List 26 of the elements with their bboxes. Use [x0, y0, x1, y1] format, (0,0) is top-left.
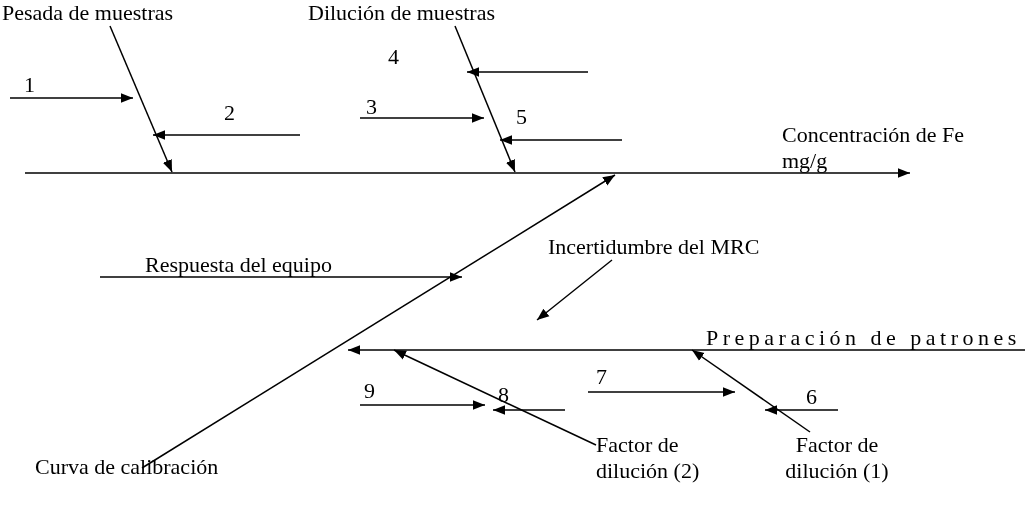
arrow [99, 272, 463, 282]
callout-number: 1 [24, 72, 35, 98]
arrow [536, 259, 613, 321]
callout-number: 5 [516, 104, 527, 130]
arrow [109, 25, 173, 173]
category-label: Preparación de patrones [692, 325, 1026, 351]
arrow [691, 349, 811, 433]
arrow [347, 345, 1026, 355]
spine-arrow [24, 168, 911, 178]
category-label: Curva de calibración [35, 454, 310, 480]
arrow [141, 174, 616, 469]
arrow [393, 349, 597, 446]
category-label: Incertidumbre del MRC [548, 234, 838, 260]
callout-number: 3 [366, 94, 377, 120]
category-label: Factor de dilución (1) [762, 432, 912, 484]
category-label: Pesada de muestras [2, 0, 202, 26]
category-label: Concentración de Fe mg/g [782, 122, 972, 174]
callout-number: 4 [388, 44, 399, 70]
category-label: Factor de dilución (2) [596, 432, 726, 484]
callout-number: 9 [364, 378, 375, 404]
callout-number: 2 [224, 100, 235, 126]
category-label: Respuesta del equipo [100, 252, 400, 278]
arrow [454, 25, 516, 173]
callout-number: 7 [596, 364, 607, 390]
category-label: Dilución de muestras [308, 0, 528, 26]
callout-number: 6 [806, 384, 817, 410]
